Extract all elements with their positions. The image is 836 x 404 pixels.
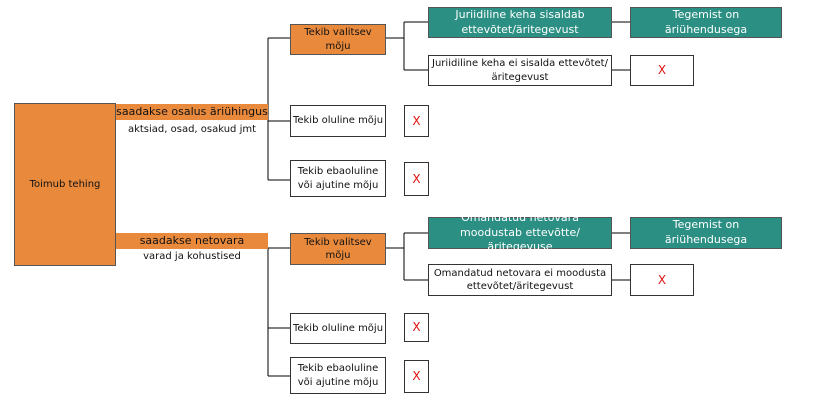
shares-minor-cross-icon: X (404, 162, 429, 196)
assets-business-combination-label: Tegemist on äriühendusega (664, 218, 748, 246)
shares-control-yes-label: Juriidiline keha sisaldab ettevõtet/ärit… (455, 7, 585, 36)
shares-control-no-cross-text: X (657, 63, 667, 78)
shares-significant-node: Tekib oluline mõju (290, 105, 386, 137)
assets-minor-cross-icon: X (404, 360, 429, 393)
shares-control-yes-node: Juriidiline keha sisaldab ettevõtet/ärit… (428, 7, 612, 38)
shares-control-no-label: Juriidiline keha ei sisalda ettevõtet/är… (432, 58, 608, 83)
assets-significant-cross-icon: X (404, 313, 429, 342)
shares-minor-cross-text: X (412, 171, 421, 186)
assets-control-label: Tekib valitsev mõju (304, 236, 372, 262)
assets-minor-cross-text: X (412, 369, 421, 384)
shares-control-no-node: Juriidiline keha ei sisalda ettevõtet/är… (428, 55, 612, 86)
root-node: Toimub tehing (14, 103, 116, 266)
shares-significant-cross-text: X (412, 113, 421, 128)
assets-significant-node: Tekib oluline mõju (290, 313, 386, 344)
assets-minor-node: Tekib ebaoluline või ajutine mõju (290, 357, 386, 394)
shares-control-no-cross-icon: X (630, 55, 694, 86)
assets-control-no-cross-text: X (657, 272, 667, 287)
root-label: Toimub tehing (29, 178, 101, 190)
assets-control-yes-node: Omandatud netovara moodustab ettevõtte/ä… (428, 211, 612, 253)
shares-significant-label: Tekib oluline mõju (292, 115, 384, 127)
branch-shares-sublabel: aktsiad, osad, osakud jmt (127, 124, 257, 135)
branch-assets-sublabel: varad ja kohustised (143, 251, 241, 262)
branch-shares-label: saadakse osalus äriühingus (116, 105, 268, 118)
branch-assets-label: saadakse netovara (139, 234, 245, 247)
assets-minor-label: Tekib ebaoluline või ajutine mõju (297, 363, 379, 388)
branch-assets-band: saadakse netovara (116, 233, 268, 249)
shares-control-label: Tekib valitsev mõju (304, 27, 372, 52)
shares-minor-label: Tekib ebaoluline või ajutine mõju (297, 166, 379, 191)
shares-minor-node: Tekib ebaoluline või ajutine mõju (290, 160, 386, 197)
branch-shares-band: saadakse osalus äriühingus (116, 104, 268, 120)
assets-control-no-cross-icon: X (630, 264, 694, 296)
shares-business-combination-node: Tegemist on äriühendusega (630, 7, 782, 38)
shares-control-node: Tekib valitsev mõju (290, 24, 386, 55)
assets-control-yes-label: Omandatud netovara moodustab ettevõtte/ä… (460, 210, 580, 254)
assets-significant-cross-text: X (412, 320, 421, 335)
assets-business-combination-node: Tegemist on äriühendusega (630, 217, 782, 249)
assets-significant-label: Tekib oluline mõju (292, 322, 384, 334)
assets-control-no-label: Omandatud netovara ei moodusta ettevõtet… (433, 267, 607, 293)
shares-significant-cross-icon: X (404, 105, 429, 137)
shares-business-combination-label: Tegemist on äriühendusega (664, 7, 748, 36)
assets-control-no-node: Omandatud netovara ei moodusta ettevõtet… (428, 264, 612, 296)
assets-control-node: Tekib valitsev mõju (290, 233, 386, 265)
